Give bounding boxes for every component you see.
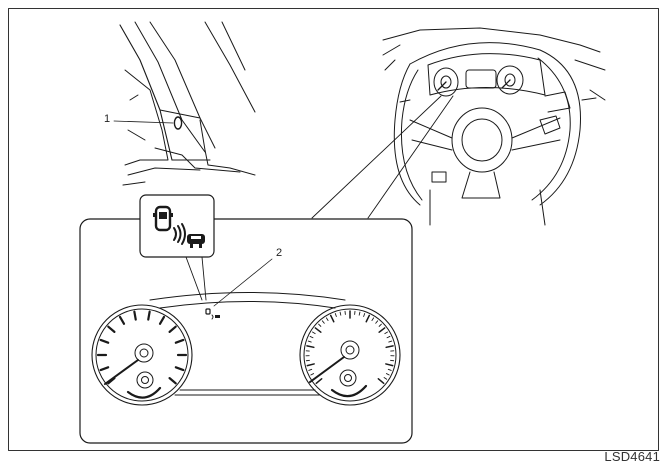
instrument-cluster [91, 258, 401, 406]
callout-2: 2 [276, 247, 283, 259]
icon-pointer-left [185, 256, 203, 301]
gauge-tick [385, 363, 394, 367]
gauge-tick [174, 366, 185, 372]
side-sensor-icon [173, 116, 183, 130]
gauge-tick [147, 310, 151, 321]
gauge-tick [314, 327, 322, 333]
gauge-tick [385, 345, 394, 349]
gauge-tick [375, 320, 379, 324]
gauge-tick [378, 323, 382, 327]
gauge-tick [310, 373, 315, 376]
speedometer-gauge-icon [299, 304, 401, 406]
gauge-tick [358, 311, 361, 316]
gauge-tick [309, 335, 314, 339]
gauge-tick [363, 313, 366, 317]
gauge-tick [306, 345, 315, 349]
gauge-tick [329, 314, 335, 323]
gauge-tick [312, 331, 316, 335]
gauge-tick [315, 378, 323, 385]
gauge-tick [306, 363, 315, 367]
tachometer-gauge-icon [91, 304, 193, 406]
zoom-line-left [311, 95, 442, 219]
gauge-tick [308, 368, 313, 371]
gauge-tick [386, 335, 391, 339]
gauge-tick [334, 313, 337, 317]
cluster-zoom-panel [79, 218, 413, 444]
gauge-tick [387, 368, 392, 371]
icon-pointer-right [201, 256, 207, 301]
gauge-tick [321, 320, 325, 324]
steering-wheel-illustration [382, 27, 606, 226]
gauge-tick [307, 340, 312, 343]
gauge-tick [107, 325, 116, 333]
gauge-tick [118, 315, 126, 325]
gauge-tick [385, 373, 390, 376]
gauge-tick [371, 317, 375, 321]
gauge-tick [365, 314, 371, 323]
gauge-tick [168, 325, 177, 333]
gauge-tick [339, 311, 342, 316]
leader-line-2 [213, 258, 273, 307]
figure-code: LSD4641 [604, 449, 660, 464]
gauge-tick [377, 378, 385, 385]
leader-line-1 [113, 120, 174, 124]
callout-1: 1 [104, 113, 111, 125]
gauge-tick [133, 310, 137, 321]
gauge-tick [158, 315, 166, 325]
figure-border [8, 8, 659, 451]
gauge-tick [388, 340, 393, 343]
a-pillar-illustration [113, 21, 256, 186]
zoom-line-right [367, 95, 454, 219]
gauge-tick [325, 317, 329, 321]
gauge-tick [99, 338, 110, 344]
gauge-tick [174, 338, 185, 344]
gauge-tick [378, 327, 386, 333]
indicator-light-icon [205, 308, 220, 320]
gauge-tick [384, 331, 388, 335]
gauge-tick [99, 366, 110, 372]
blind-spot-warning-icon [139, 194, 215, 258]
gauge-tick [168, 377, 177, 385]
gauge-tick [383, 377, 388, 380]
gauge-tick [318, 323, 322, 327]
